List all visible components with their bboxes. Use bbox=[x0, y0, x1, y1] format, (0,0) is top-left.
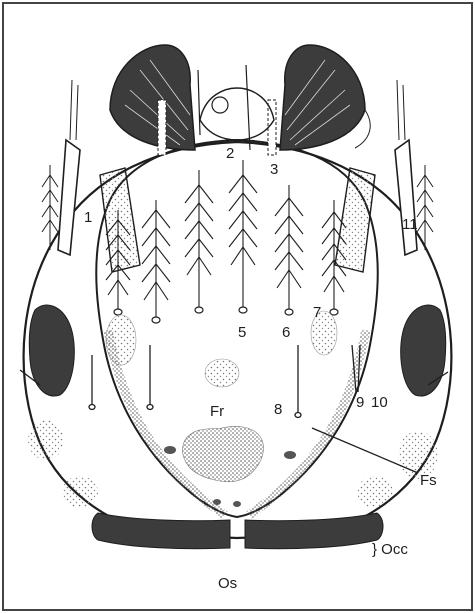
labral-brush-left bbox=[110, 45, 195, 150]
labrum-knob bbox=[212, 97, 228, 113]
seta-base bbox=[114, 309, 122, 315]
label-seta-11: 11 bbox=[402, 216, 418, 233]
label-seta-8: 8 bbox=[274, 401, 282, 418]
seta-base bbox=[152, 317, 160, 323]
frontal-suture-right bbox=[249, 330, 366, 515]
mandible-left bbox=[100, 168, 140, 272]
stipple-spot bbox=[205, 359, 239, 387]
brush-stalk-left bbox=[158, 100, 166, 155]
occipital-collar-right bbox=[245, 513, 383, 549]
label-seta-7: 7 bbox=[313, 304, 321, 321]
label-seta-6: 6 bbox=[282, 324, 290, 341]
mandible-right bbox=[335, 168, 375, 272]
label-seta-1: 1 bbox=[84, 209, 92, 226]
seta-base bbox=[295, 413, 301, 418]
label-frontoclypeus: Fr bbox=[210, 403, 224, 420]
seta-base bbox=[330, 309, 338, 315]
seta-base bbox=[239, 307, 247, 313]
seta-base bbox=[285, 309, 293, 315]
seta-base bbox=[195, 307, 203, 313]
label-seta-10: 10 bbox=[371, 394, 388, 411]
seta-6-left bbox=[185, 170, 213, 310]
seta-5-right bbox=[229, 160, 257, 310]
eye-right bbox=[401, 305, 446, 396]
seta-3-line bbox=[246, 65, 250, 150]
antenna-left bbox=[58, 140, 80, 255]
stipple-spot bbox=[28, 420, 64, 460]
seta-2-line bbox=[198, 70, 200, 135]
seta-base bbox=[89, 405, 95, 410]
label-seta-2: 2 bbox=[226, 145, 234, 162]
stipple-spot bbox=[213, 499, 221, 505]
seta-6-right bbox=[275, 185, 303, 312]
seta-5-left bbox=[142, 200, 170, 320]
labrum bbox=[200, 88, 274, 140]
label-occiput: } Occ bbox=[372, 541, 408, 558]
occipital-collar-left bbox=[92, 513, 230, 549]
stipple-spot bbox=[164, 446, 176, 454]
label-seta-5: 5 bbox=[238, 324, 246, 341]
seta-base bbox=[147, 405, 153, 410]
labral-brush-right bbox=[280, 45, 365, 150]
stipple-spot bbox=[106, 315, 136, 365]
stipple-spot bbox=[183, 426, 264, 481]
label-occipital-sclerite: Os bbox=[218, 575, 237, 592]
antenna-right bbox=[395, 140, 417, 255]
label-seta-9: 9 bbox=[356, 394, 364, 411]
label-frontal-suture: Fs bbox=[420, 472, 437, 489]
stipple-spot bbox=[62, 476, 98, 508]
stipple-spot bbox=[357, 476, 393, 508]
stipple-spot bbox=[284, 451, 296, 459]
image-frame bbox=[3, 3, 472, 610]
stipple-spot bbox=[233, 501, 241, 507]
label-seta-3: 3 bbox=[270, 161, 278, 178]
